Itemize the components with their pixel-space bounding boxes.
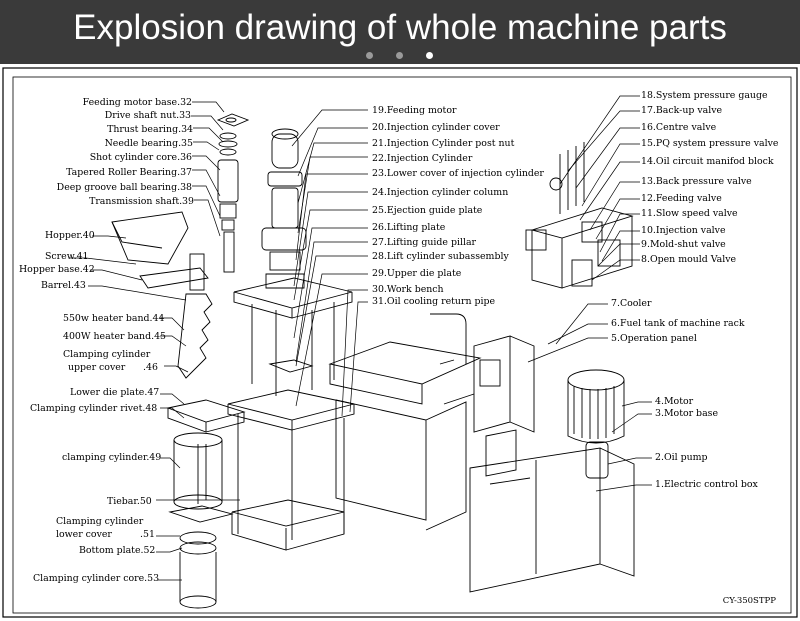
label-21: 21.Injection Cylinder post nut xyxy=(372,138,515,149)
label-23: 23.Lower cover of injection cylinder xyxy=(372,168,544,179)
label-9: 9.Mold-shut valve xyxy=(641,239,726,250)
clamping-stack xyxy=(166,399,246,609)
label-42: Hopper base.42 xyxy=(19,264,95,275)
label-4: 4.Motor xyxy=(655,396,694,407)
motor-pump-box xyxy=(469,369,635,593)
label-35: Needle bearing.35 xyxy=(104,138,193,149)
label-11: 11.Slow speed valve xyxy=(641,208,738,219)
feeding-motor-base-parts xyxy=(216,113,250,273)
label-8: 8.Open mould Valve xyxy=(641,254,737,265)
label-14: 14.Oil circuit manifod block xyxy=(641,156,774,167)
label-16: 16.Centre valve xyxy=(641,122,717,133)
press-frame xyxy=(227,277,355,551)
workbench-tank xyxy=(328,313,482,531)
leader-lines-right xyxy=(527,95,652,492)
label-7: 7.Cooler xyxy=(611,298,652,309)
carousel-dot-2[interactable] xyxy=(396,52,403,59)
label-13: 13.Back pressure valve xyxy=(641,176,752,187)
label-20: 20.Injection cylinder cover xyxy=(372,122,500,133)
model-number: CY-350STPP xyxy=(722,596,776,606)
label-36: Shot cylinder core.36 xyxy=(89,152,192,163)
label-33: Drive shaft nut.33 xyxy=(104,110,191,121)
label-50: Tiebar.50 xyxy=(107,496,152,507)
label-39: Transmission shaft.39 xyxy=(89,196,194,207)
label-30: 30.Work bench xyxy=(372,284,444,295)
label-6: 6.Fuel tank of machine rack xyxy=(611,318,745,329)
label-34: Thrust bearing.34 xyxy=(107,124,193,135)
label-25: 25.Ejection guide plate xyxy=(372,205,483,216)
label-22: 22.Injection Cylinder xyxy=(372,153,473,164)
label-53: Clamping cylinder core.53 xyxy=(33,573,160,584)
label-51-line1: Clamping cylinder xyxy=(56,516,144,527)
label-41: Screw.41 xyxy=(45,251,89,262)
carousel-dot-1[interactable] xyxy=(366,52,373,59)
label-49: clamping cylinder.49 xyxy=(62,452,162,463)
label-47: Lower die plate.47 xyxy=(70,387,160,398)
label-51-line2: lower cover xyxy=(56,529,112,540)
label-18: 18.System pressure gauge xyxy=(641,90,768,101)
label-48: Clamping cylinder rivet.48 xyxy=(30,403,158,414)
label-45: 400W heater band.45 xyxy=(63,331,167,342)
label-43: Barrel.43 xyxy=(41,280,86,291)
page-title: Explosion drawing of whole machine parts xyxy=(73,8,727,47)
label-37: Tapered Roller Bearing.37 xyxy=(66,167,192,178)
drawing-frame xyxy=(2,67,798,618)
label-24: 24.Injection cylinder column xyxy=(372,187,509,198)
label-51-num: .51 xyxy=(140,529,155,540)
label-27: 27.Lifting guide pillar xyxy=(372,237,477,248)
label-38: Deep groove ball bearing.38 xyxy=(56,182,192,193)
label-29: 29.Upper die plate xyxy=(372,268,462,279)
operation-panel xyxy=(473,335,535,477)
label-28: 28.Lift cylinder subassembly xyxy=(372,251,509,262)
label-5: 5.Operation panel xyxy=(611,333,697,344)
label-26: 26.Lifting plate xyxy=(372,222,446,233)
label-31: 31.Oil cooling return pipe xyxy=(372,296,496,307)
valve-manifold xyxy=(525,142,634,289)
injection-unit xyxy=(261,128,307,289)
label-40: Hopper.40 xyxy=(45,230,95,241)
leader-lines-center xyxy=(291,109,368,417)
label-46-line2: upper cover xyxy=(68,362,126,373)
exploded-drawing xyxy=(2,67,798,618)
carousel-dot-3-active[interactable] xyxy=(426,52,433,59)
label-44: 550w heater band.44 xyxy=(63,313,165,324)
label-46-line1: Clamping cylinder xyxy=(63,349,151,360)
label-17: 17.Back-up valve xyxy=(641,105,723,116)
label-52: Bottom plate.52 xyxy=(79,545,156,556)
drawing-inner-frame xyxy=(12,76,792,614)
label-10: 10.Injection valve xyxy=(641,225,726,236)
label-19: 19.Feeding motor xyxy=(372,105,457,116)
label-3: 3.Motor base xyxy=(655,408,719,419)
label-12: 12.Feeding valve xyxy=(641,193,722,204)
label-1: 1.Electric control box xyxy=(655,479,758,490)
label-2: 2.Oil pump xyxy=(655,452,708,463)
label-15: 15.PQ system pressure valve xyxy=(641,138,779,149)
hopper-barrel xyxy=(111,211,213,379)
label-32: Feeding motor base.32 xyxy=(82,97,192,108)
leader-lines-left xyxy=(70,101,240,581)
label-46-num: .46 xyxy=(143,362,158,373)
